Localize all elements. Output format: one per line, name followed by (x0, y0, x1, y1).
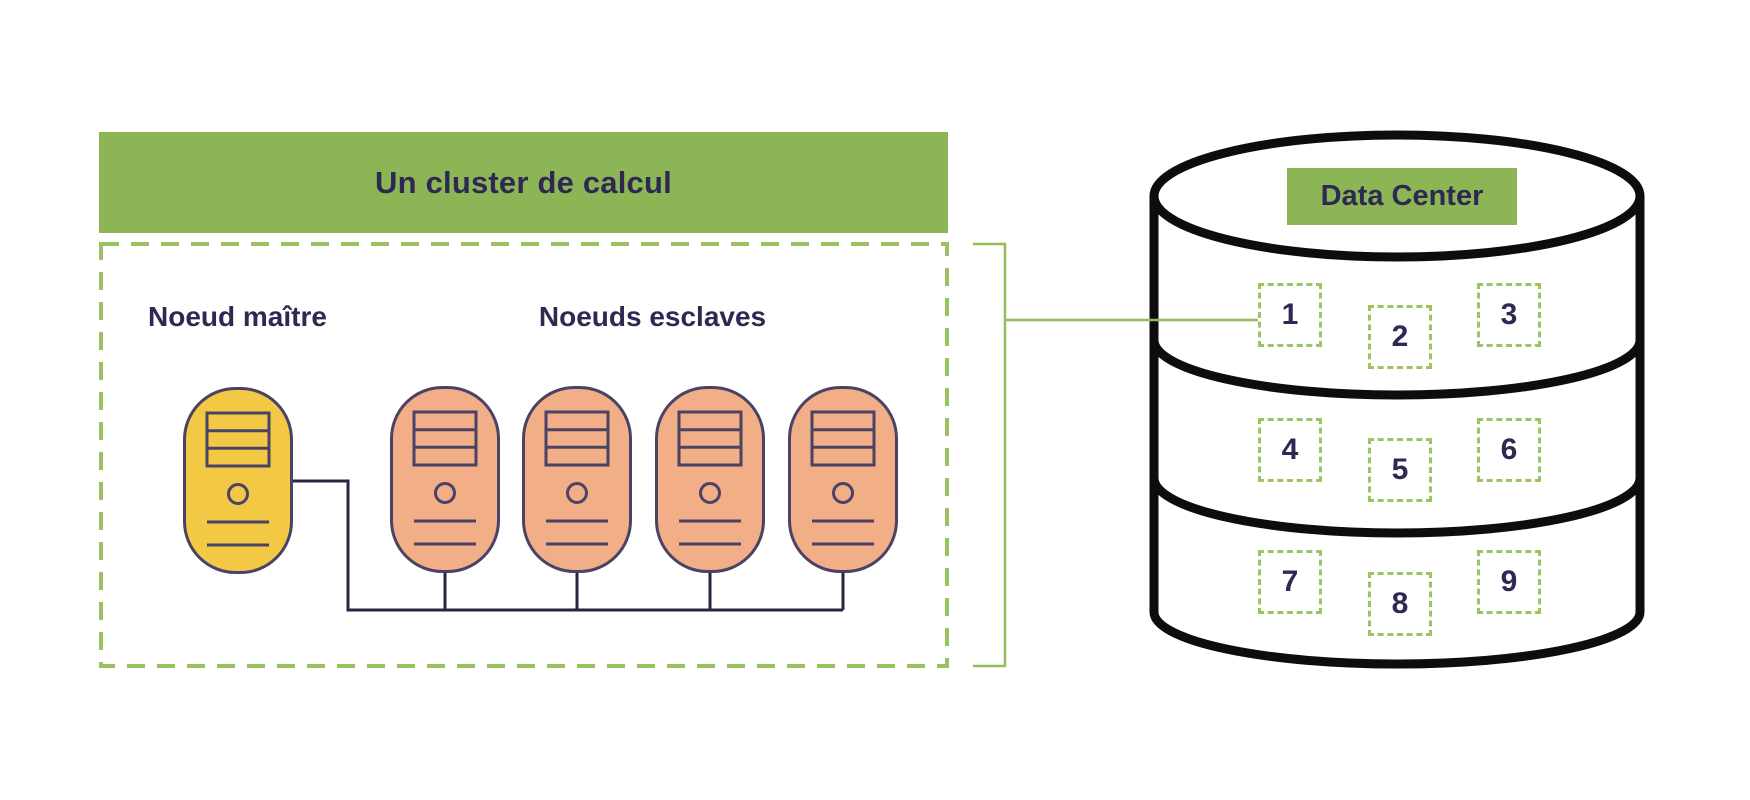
slave-node-icon (655, 386, 765, 573)
cluster-bracket (973, 242, 1007, 668)
data-block-6: 6 (1477, 418, 1541, 482)
data-block-1: 1 (1258, 283, 1322, 347)
data-block-4: 4 (1258, 418, 1322, 482)
master-node-icon (183, 387, 293, 574)
cluster-network-links (290, 479, 845, 612)
data-block-3: 3 (1477, 283, 1541, 347)
datacenter-label-text: Data Center (1320, 180, 1484, 212)
cylinder-shelf-divider (1149, 477, 1645, 538)
cylinder-body (1149, 196, 1645, 669)
slave-node-icon (788, 386, 898, 573)
cylinder-shelf-divider (1149, 339, 1645, 400)
datacenter-label: Data Center (1287, 168, 1517, 225)
data-block-8: 8 (1368, 572, 1432, 636)
cluster-title: Un cluster de calcul (375, 164, 672, 200)
cluster-title-bar: Un cluster de calcul (99, 132, 948, 233)
data-block-7: 7 (1258, 550, 1322, 614)
data-block-5: 5 (1368, 438, 1432, 502)
slave-node-icon (390, 386, 500, 573)
data-block-2: 2 (1368, 305, 1432, 369)
slave-node-icon (522, 386, 632, 573)
data-block-9: 9 (1477, 550, 1541, 614)
cluster-dashed-border (99, 242, 949, 668)
master-node-label: Noeud maître (148, 301, 327, 332)
slave-nodes-label: Noeuds esclaves (538, 301, 767, 332)
